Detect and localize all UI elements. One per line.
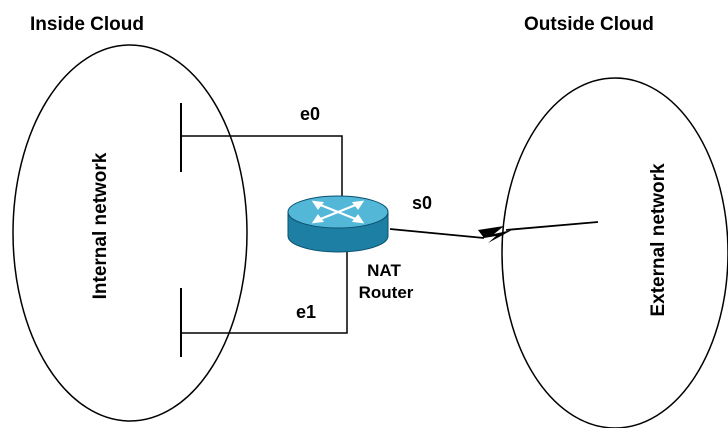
s0-label: s0	[412, 193, 432, 213]
inside-cloud-title: Inside Cloud	[30, 14, 144, 35]
s0-serial-link	[389, 221, 599, 243]
serial-bolt-icon	[478, 226, 512, 243]
e0-link	[181, 135, 343, 203]
inside-cloud-ellipse	[12, 44, 248, 422]
external-network-label: External network	[648, 163, 669, 317]
router-label-nat: NAT	[367, 261, 401, 280]
router-label-router: Router	[359, 283, 414, 302]
internal-network-label: Internal network	[90, 152, 111, 299]
outside-cloud-ellipse	[501, 77, 728, 428]
inside-cloud: Inside Cloud Internal network	[12, 14, 248, 422]
router-icon	[287, 195, 389, 253]
e1-link	[181, 252, 348, 334]
outside-cloud: Outside Cloud External network	[501, 14, 728, 428]
outside-cloud-title: Outside Cloud	[524, 14, 654, 35]
e0-label: e0	[300, 104, 320, 124]
e1-label: e1	[296, 302, 316, 322]
